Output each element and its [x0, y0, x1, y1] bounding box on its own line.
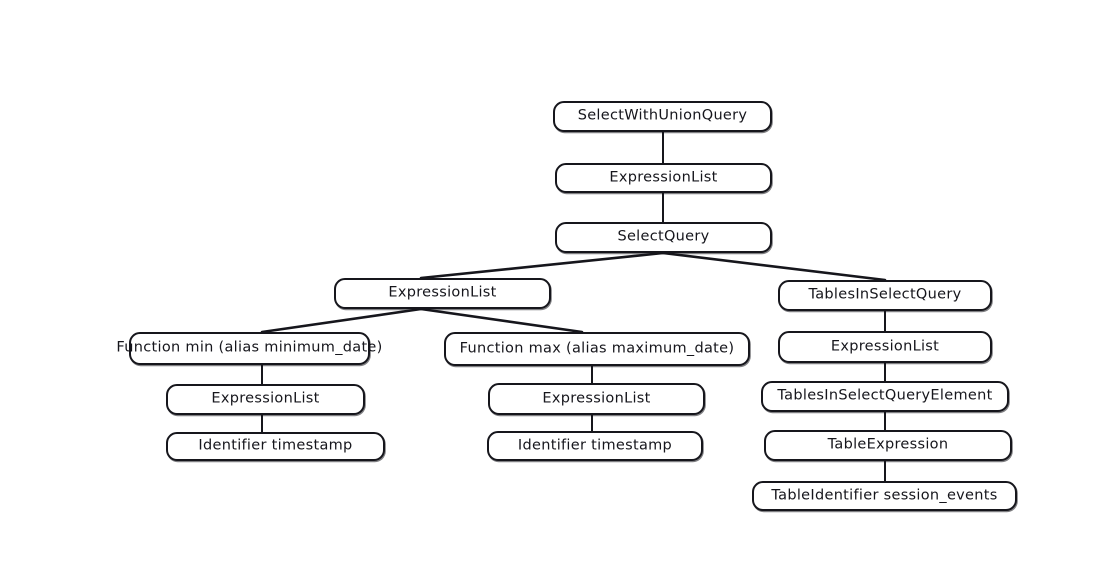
- node-label: SelectWithUnionQuery: [577, 107, 748, 124]
- node-n1[interactable]: ExpressionList: [555, 163, 772, 193]
- node-n9[interactable]: ExpressionList: [488, 383, 705, 415]
- node-n10[interactable]: TablesInSelectQueryElement: [761, 381, 1009, 412]
- node-n6[interactable]: Function max (alias maximum_date): [444, 332, 750, 366]
- node-label: ExpressionList: [388, 284, 497, 301]
- node-label: TablesInSelectQueryElement: [777, 387, 993, 404]
- node-label: Function min (alias minimum_date): [116, 339, 383, 356]
- node-n13[interactable]: TableExpression: [764, 430, 1012, 461]
- edge-n2-to-n3: [419, 251, 665, 280]
- node-label: ExpressionList: [609, 169, 718, 186]
- node-n11[interactable]: Identifier timestamp: [166, 432, 385, 461]
- node-n8[interactable]: ExpressionList: [166, 384, 365, 415]
- node-n5[interactable]: Function min (alias minimum_date): [116, 332, 382, 365]
- node-label: ExpressionList: [211, 390, 320, 407]
- node-n4[interactable]: TablesInSelectQuery: [778, 280, 992, 311]
- edge-n2-to-n4: [661, 251, 887, 282]
- node-label: ExpressionList: [830, 338, 940, 355]
- node-n2[interactable]: SelectQuery: [555, 222, 772, 253]
- edge-n3-to-n5: [260, 307, 423, 334]
- node-label: Identifier timestamp: [198, 437, 353, 454]
- node-label: SelectQuery: [617, 228, 710, 245]
- node-n0[interactable]: SelectWithUnionQuery: [553, 101, 772, 132]
- node-n14[interactable]: TableIdentifier session_events: [752, 481, 1017, 511]
- node-label: Function max (alias maximum_date): [459, 340, 735, 357]
- node-n7[interactable]: ExpressionList: [778, 331, 992, 363]
- node-label: TableIdentifier session_events: [771, 487, 998, 504]
- node-n3[interactable]: ExpressionList: [334, 278, 551, 309]
- edge-n3-to-n6: [419, 307, 584, 334]
- node-label: TablesInSelectQuery: [808, 286, 962, 303]
- node-label: TableExpression: [827, 436, 949, 453]
- node-label: Identifier timestamp: [517, 437, 673, 454]
- node-label: ExpressionList: [542, 390, 651, 407]
- node-n12[interactable]: Identifier timestamp: [487, 431, 703, 461]
